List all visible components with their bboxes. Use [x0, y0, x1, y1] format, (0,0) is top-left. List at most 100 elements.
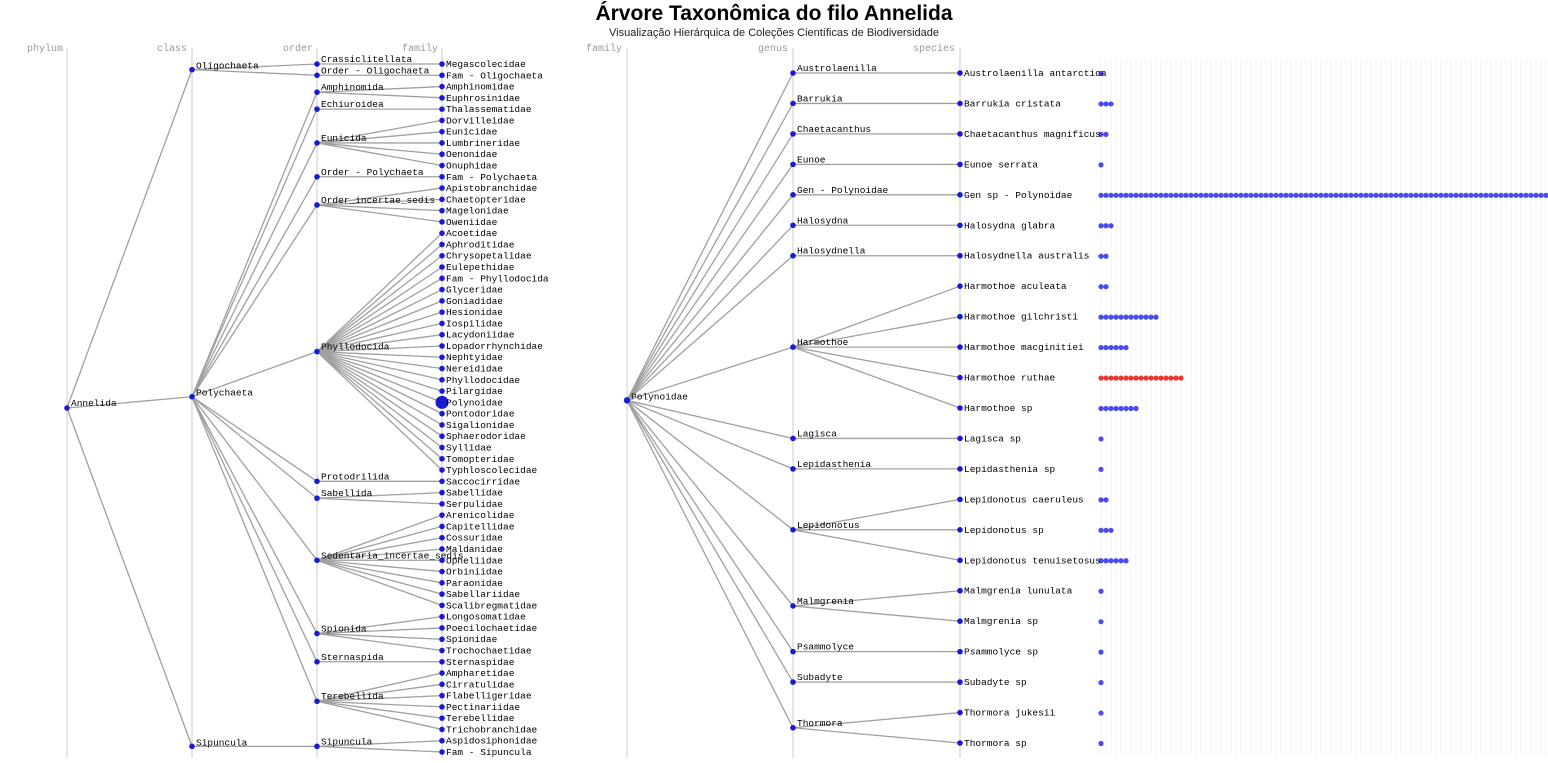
family-node-orbiniidae[interactable] [439, 568, 445, 575]
species-node-harmothoe-ruthae[interactable] [957, 374, 963, 381]
family-node-opheliidae[interactable] [439, 557, 445, 564]
family-node-nephtyidae[interactable] [439, 354, 445, 361]
family-node-arenicolidae[interactable] [439, 512, 445, 518]
order-node-sabellida[interactable] [314, 495, 320, 502]
order-node-eunicida[interactable] [314, 140, 320, 146]
species-node-austrolaenilla-antarctica[interactable] [957, 70, 963, 76]
family-node-maldanidae[interactable] [439, 546, 445, 552]
genus-node-psammolyce[interactable] [790, 648, 796, 655]
family-node-eunicidae[interactable] [439, 128, 445, 135]
family-node-hesionidae[interactable] [439, 309, 445, 315]
family-node-fam-polychaeta[interactable] [439, 173, 445, 180]
genus-node-gen-polynoidae[interactable] [790, 192, 796, 198]
family-node-apistobranchidae[interactable] [439, 185, 445, 191]
family-node-iospilidae[interactable] [439, 320, 445, 327]
genus-node-thormora[interactable] [790, 724, 796, 731]
species-node-lepidonotus-sp[interactable] [957, 527, 963, 533]
species-node-lepidonotus-tenuisetosus[interactable] [957, 557, 963, 564]
family-node-lumbrineridae[interactable] [439, 140, 445, 146]
order-node-spionida[interactable] [314, 630, 320, 637]
order-node-order-incertae-sedis[interactable] [314, 202, 320, 208]
family-node-saccocirridae[interactable] [439, 478, 445, 485]
species-node-thormora-jukesii[interactable] [957, 709, 963, 716]
class-node-oligochaeta[interactable] [189, 66, 195, 73]
family-node-acoetidae[interactable] [439, 230, 445, 236]
family-node-megascolecidae[interactable] [439, 61, 445, 67]
family-node-aphroditidae[interactable] [439, 241, 445, 248]
family-node-euphrosinidae[interactable] [439, 95, 445, 101]
species-node-harmothoe-macginitiei[interactable] [957, 344, 963, 350]
family-node-pontodoridae[interactable] [439, 410, 445, 417]
family-node-paraonidae[interactable] [439, 580, 445, 586]
class-node-sipuncula[interactable] [189, 743, 195, 750]
family-node-flabelligeridae[interactable] [439, 692, 445, 699]
species-node-eunoe-serrata[interactable] [957, 161, 963, 168]
species-node-harmothoe-aculeata[interactable] [957, 283, 963, 289]
species-node-lagisca-sp[interactable] [957, 435, 963, 442]
family-node-poecilochaetidae[interactable] [439, 625, 445, 631]
order-node-crassiclitellata[interactable] [314, 61, 320, 67]
order-node-protodrilida[interactable] [314, 478, 320, 485]
genus-node-eunoe[interactable] [790, 161, 796, 168]
family-root-node-polynoidae[interactable] [623, 397, 631, 404]
species-node-harmothoe-sp[interactable] [957, 405, 963, 411]
family-node-glyceridae[interactable] [439, 286, 445, 293]
species-node-halosydna-glabra[interactable] [957, 222, 963, 229]
genus-node-harmothoe[interactable] [790, 344, 796, 350]
genus-node-austrolaenilla[interactable] [790, 70, 796, 76]
family-node-serpulidae[interactable] [439, 501, 445, 507]
order-node-echiuroidea[interactable] [314, 106, 320, 112]
genus-node-subadyte[interactable] [790, 679, 796, 685]
species-node-lepidonotus-caeruleus[interactable] [957, 496, 963, 503]
species-node-harmothoe-gilchristi[interactable] [957, 313, 963, 320]
order-node-sedentaria-incertae-sedis[interactable] [314, 557, 320, 564]
order-node-order-polychaeta[interactable] [314, 173, 320, 180]
order-node-terebellida[interactable] [314, 698, 320, 705]
species-node-chaetacanthus-magnificus[interactable] [957, 131, 963, 137]
species-node-gen-sp-polynoidae[interactable] [957, 192, 963, 198]
family-node-trochochaetidae[interactable] [439, 647, 445, 654]
family-node-ampharetidae[interactable] [439, 670, 445, 676]
order-node-amphinomida[interactable] [314, 89, 320, 95]
family-node-oweniidae[interactable] [439, 219, 445, 225]
species-node-psammolyce-sp[interactable] [957, 648, 963, 655]
tree-nodes[interactable] [64, 61, 963, 755]
species-node-malmgrenia-sp[interactable] [957, 618, 963, 624]
species-node-barrukia-cristata[interactable] [957, 100, 963, 107]
genus-node-chaetacanthus[interactable] [790, 131, 796, 137]
family-node-eulepethidae[interactable] [439, 264, 445, 270]
family-node-capitellidae[interactable] [439, 523, 445, 530]
species-node-subadyte-sp[interactable] [957, 679, 963, 685]
family-node-fam-sipuncula[interactable] [439, 749, 445, 755]
family-node-lacydoniidae[interactable] [439, 331, 445, 338]
family-node-cossuridae[interactable] [439, 534, 445, 541]
family-node-sternaspidae[interactable] [439, 658, 445, 665]
order-node-sipuncula[interactable] [314, 743, 320, 750]
family-node-fam-phyllodocida[interactable] [439, 275, 445, 282]
family-node-nereididae[interactable] [439, 365, 445, 372]
family-node-sabellidae[interactable] [439, 489, 445, 496]
genus-node-malmgrenia[interactable] [790, 603, 796, 609]
family-node-polynoidae[interactable] [435, 395, 449, 409]
family-node-amphinomidae[interactable] [439, 83, 445, 90]
genus-node-barrukia[interactable] [790, 100, 796, 107]
family-node-chrysopetalidae[interactable] [439, 252, 445, 259]
family-node-sabellariidae[interactable] [439, 591, 445, 597]
family-node-cirratulidae[interactable] [439, 681, 445, 688]
phylum-node-annelida[interactable] [64, 405, 70, 411]
family-node-goniadidae[interactable] [439, 298, 445, 304]
family-node-tomopteridae[interactable] [439, 455, 445, 462]
family-node-fam-oligochaeta[interactable] [439, 72, 445, 79]
family-node-terebellidae[interactable] [439, 715, 445, 721]
family-node-phyllodocidae[interactable] [439, 377, 445, 383]
species-node-lepidasthenia-sp[interactable] [957, 466, 963, 472]
species-node-malmgrenia-lunulata[interactable] [957, 587, 963, 594]
family-node-pectinariidae[interactable] [439, 704, 445, 710]
genus-node-lepidasthenia[interactable] [790, 466, 796, 472]
genus-node-lagisca[interactable] [790, 435, 796, 442]
family-node-oenonidae[interactable] [439, 151, 445, 158]
family-node-longosomatidae[interactable] [439, 613, 445, 620]
order-node-sternaspida[interactable] [314, 658, 320, 665]
family-node-magelonidae[interactable] [439, 207, 445, 214]
